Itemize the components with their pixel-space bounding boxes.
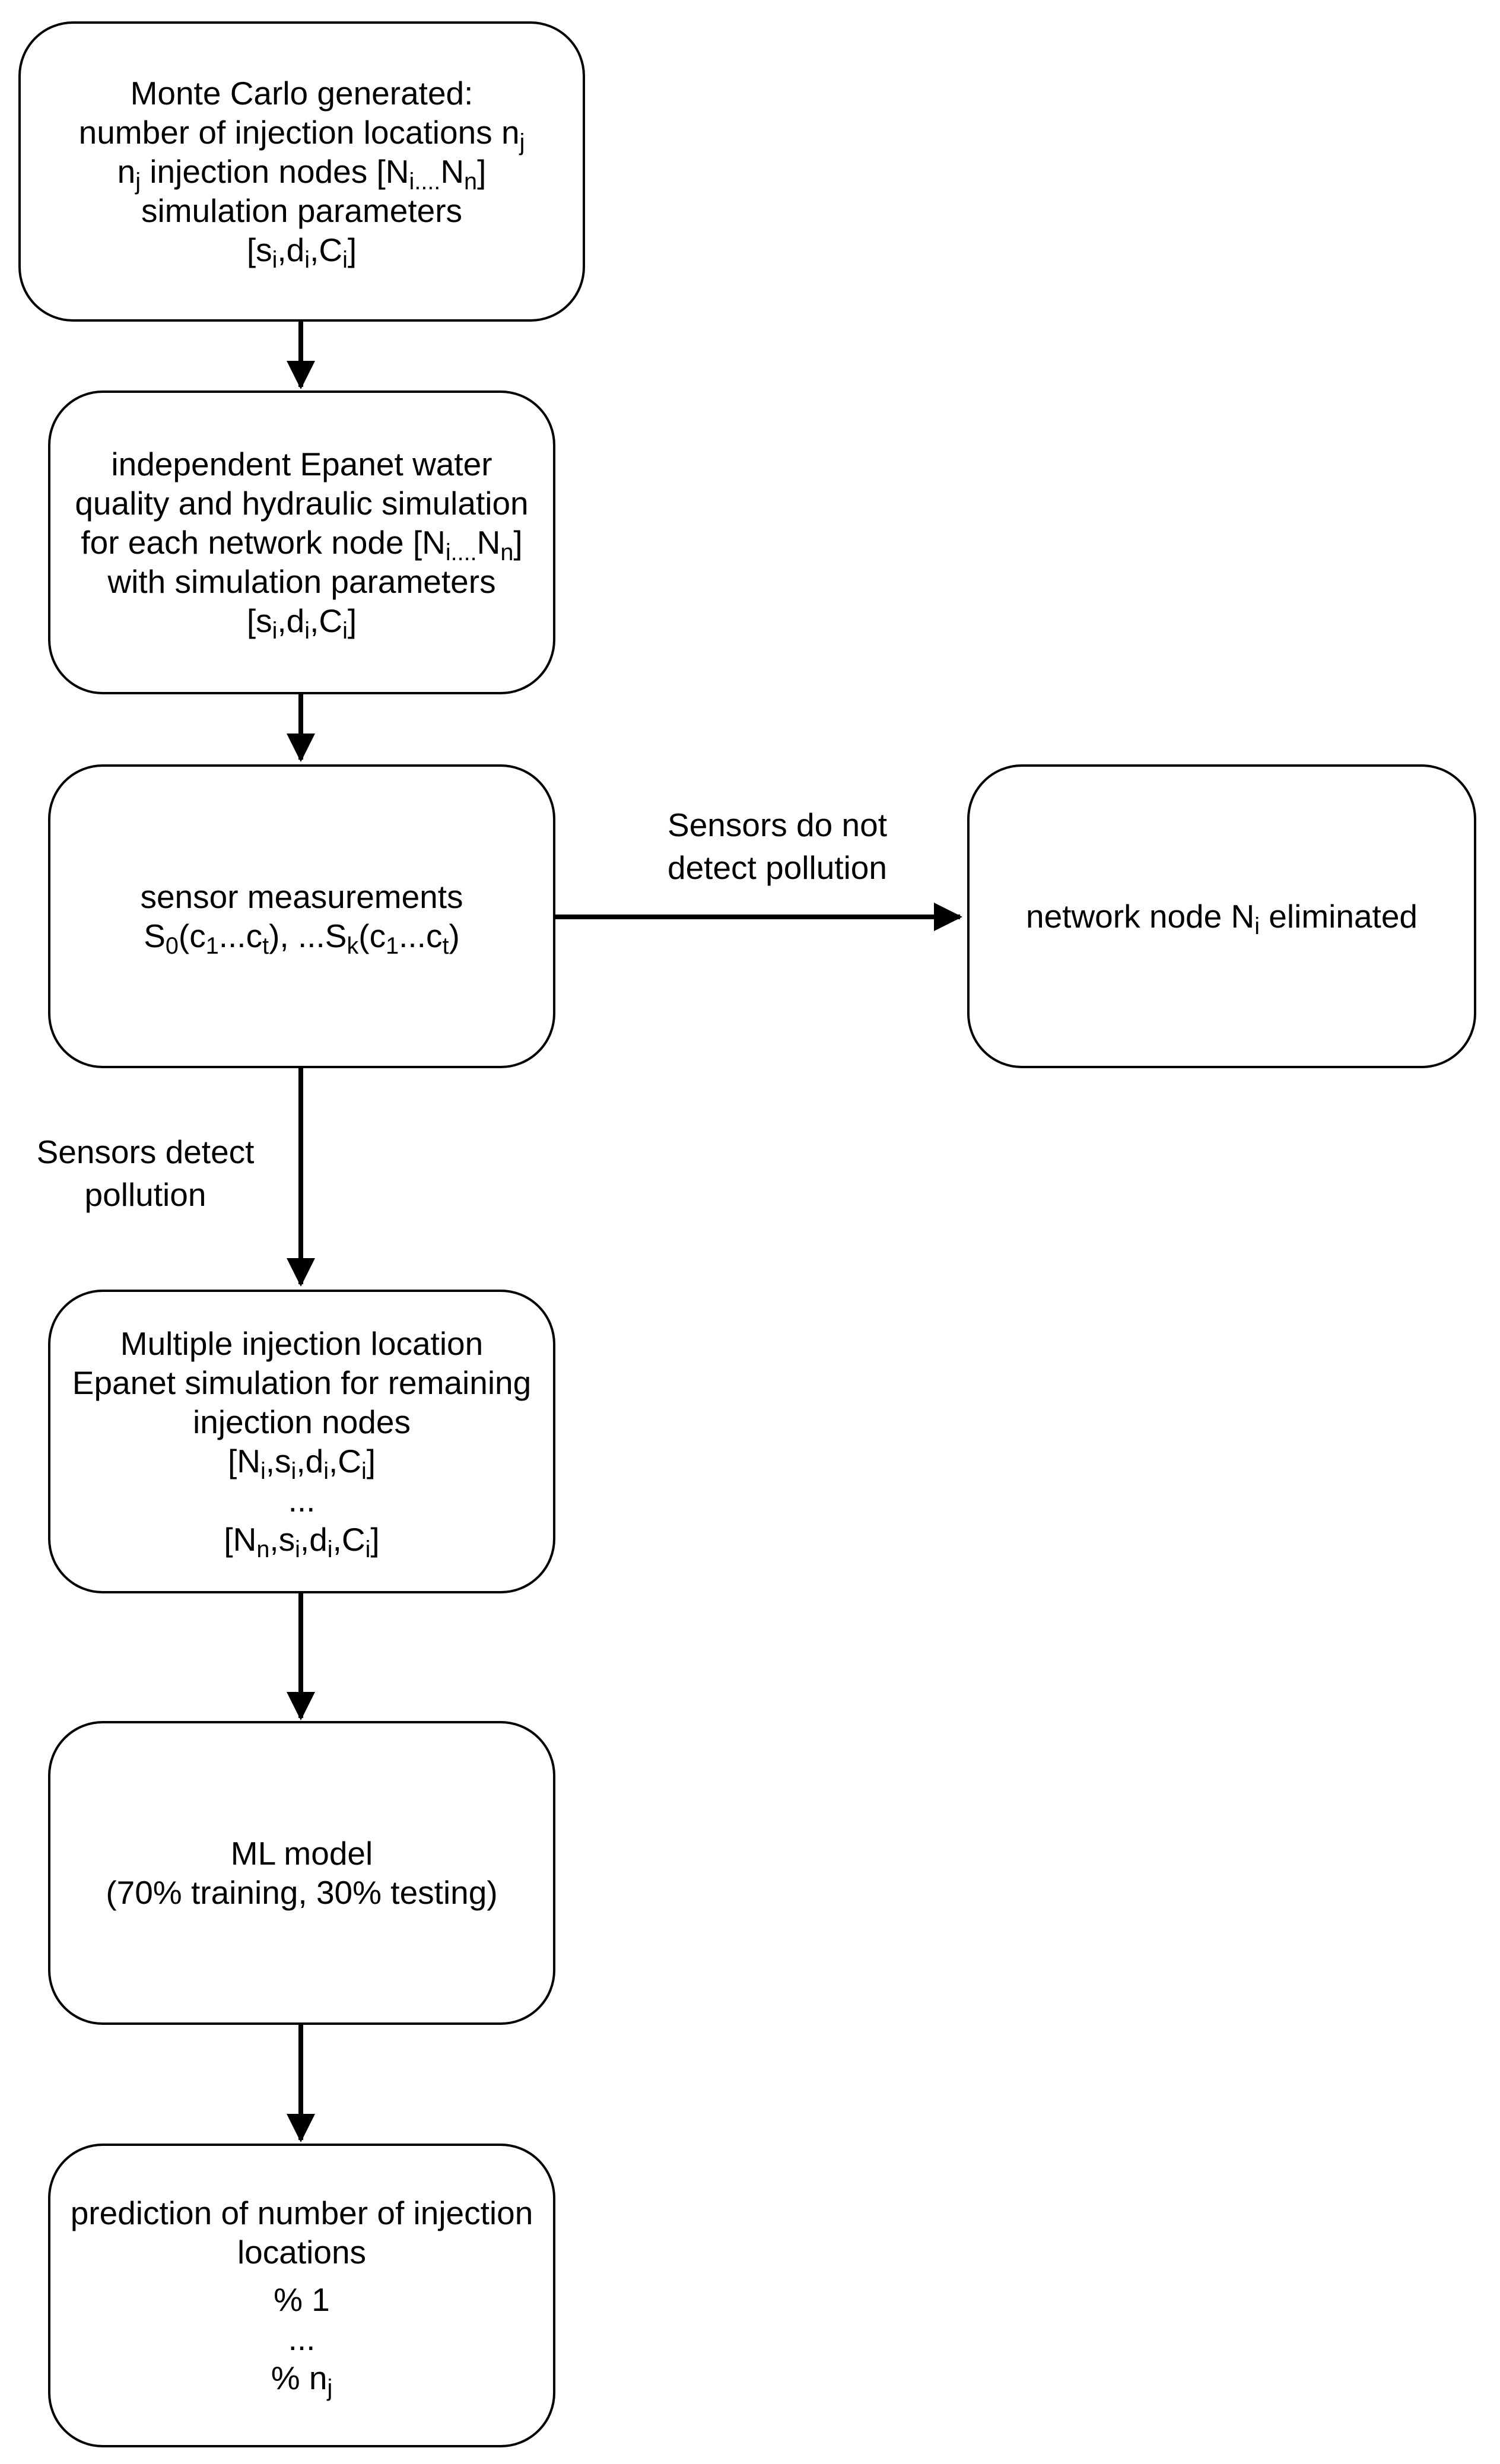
- node-network-node-eliminated: network node Ni eliminated: [967, 764, 1476, 1068]
- multiple-line1: Multiple injection location: [120, 1325, 484, 1362]
- edge-label-not-detect: Sensors do not detect pollution: [629, 804, 926, 889]
- prediction-line5: % nj: [271, 2360, 333, 2402]
- epanet-line5: [si,di,Ci]: [246, 602, 357, 644]
- monte-carlo-line4: simulation parameters: [141, 192, 463, 229]
- multiple-line2: Epanet simulation for remaining: [72, 1364, 532, 1401]
- node-multiple-injection: Multiple injection location Epanet simul…: [48, 1290, 555, 1593]
- monte-carlo-line1: Monte Carlo generated:: [130, 75, 473, 112]
- node-ml-model: ML model (70% training, 30% testing): [48, 1721, 555, 2025]
- prediction-line2: locations: [237, 2234, 367, 2271]
- epanet-line2: quality and hydraulic simulation: [75, 485, 529, 522]
- monte-carlo-line3: nj injection nodes [Ni....Nn]: [117, 153, 487, 195]
- ml-line2: (70% training, 30% testing): [106, 1874, 498, 1911]
- prediction-line4: ...: [288, 2320, 316, 2357]
- monte-carlo-line2: number of injection locations nj: [78, 114, 525, 156]
- prediction-line3: % 1: [274, 2281, 330, 2318]
- not-detect-line2: detect pollution: [668, 849, 887, 886]
- detect-line1: Sensors detect: [36, 1133, 255, 1170]
- multiple-line3: injection nodes: [193, 1404, 411, 1440]
- multiple-line4: [Ni,si,di,Ci]: [227, 1443, 376, 1485]
- multiple-line5: ...: [288, 1482, 316, 1519]
- epanet-line1: independent Epanet water: [111, 446, 492, 482]
- sensor-line2: S0(c1...ct), ...Sk(c1...ct): [144, 917, 460, 960]
- eliminated-line1: network node Ni eliminated: [1026, 898, 1418, 940]
- prediction-line1: prediction of number of injection: [70, 2195, 533, 2231]
- multiple-line6: [Nn,si,di,Ci]: [224, 1521, 380, 1563]
- ml-line1: ML model: [230, 1835, 373, 1872]
- detect-line2: pollution: [84, 1176, 206, 1213]
- node-sensor-measurements: sensor measurements S0(c1...ct), ...Sk(c…: [48, 764, 555, 1068]
- epanet-line3: for each network node [Ni....Nn]: [81, 524, 523, 566]
- sensor-line1: sensor measurements: [140, 878, 463, 915]
- monte-carlo-line5: [si,di,Ci]: [246, 231, 357, 274]
- node-prediction: prediction of number of injection locati…: [48, 2144, 555, 2447]
- edge-label-detect: Sensors detect pollution: [12, 1131, 279, 1216]
- epanet-line4: with simulation parameters: [107, 563, 496, 600]
- node-epanet-independent: independent Epanet water quality and hyd…: [48, 390, 555, 694]
- not-detect-line1: Sensors do not: [668, 806, 887, 843]
- node-monte-carlo: Monte Carlo generated: number of injecti…: [18, 21, 585, 322]
